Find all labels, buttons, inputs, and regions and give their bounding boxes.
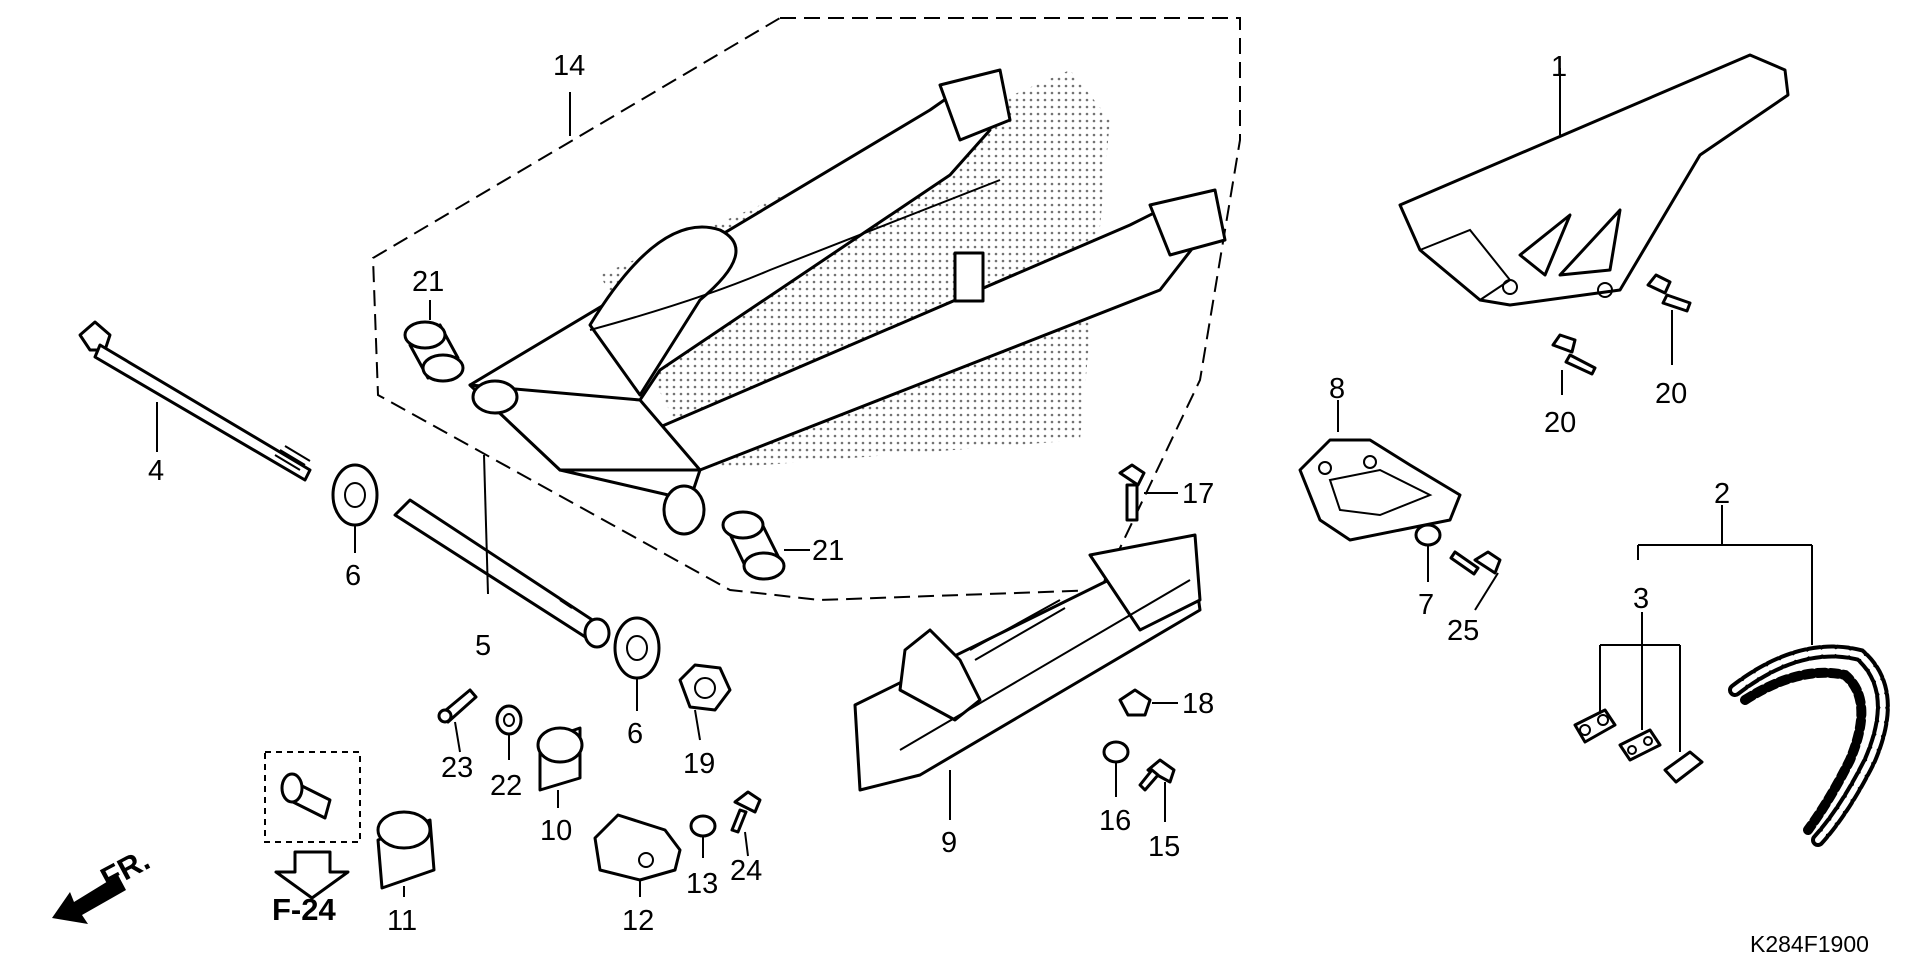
- callout-12: 12: [622, 905, 654, 937]
- callout-6-left: 6: [345, 560, 361, 592]
- chain-joint-link[interactable]: [1573, 708, 1617, 744]
- callout-25: 25: [1447, 615, 1479, 647]
- drawing-code: K284F1900: [1750, 931, 1869, 957]
- callout-3: 3: [1633, 583, 1649, 615]
- swingarm-logo-pattern: [600, 70, 1110, 470]
- drive-chain[interactable]: [1728, 644, 1890, 847]
- callout-6-right: 6: [627, 718, 643, 750]
- slider-washer[interactable]: [1102, 740, 1130, 764]
- callout-13: 13: [686, 868, 718, 900]
- reference-label[interactable]: F-24: [272, 892, 337, 927]
- callout-11: 11: [387, 905, 417, 937]
- callout-20-right: 20: [1655, 378, 1687, 410]
- callouts: 1 2 3 4 5 6 6 7 8 9 10 11 12 13 14 15 16…: [148, 50, 1730, 937]
- callout-9: 9: [941, 827, 957, 859]
- chain-case[interactable]: [1398, 53, 1790, 307]
- chain-slider[interactable]: [853, 533, 1202, 792]
- callout-21-lower: 21: [812, 535, 844, 567]
- slider-nut[interactable]: [1118, 688, 1152, 717]
- callout-24: 24: [730, 855, 762, 887]
- chain-guide[interactable]: [1298, 438, 1462, 542]
- swingarm-group-outline: [371, 17, 1241, 602]
- callout-10: 10: [540, 815, 572, 847]
- dust-seal-right[interactable]: [613, 616, 661, 680]
- roller-bracket[interactable]: [593, 813, 682, 882]
- dust-seal-left[interactable]: [331, 463, 379, 527]
- callout-5: 5: [475, 630, 491, 662]
- chain-joint-clip[interactable]: [1663, 750, 1704, 784]
- callout-22: 22: [490, 770, 522, 802]
- pivot-bolt[interactable]: [78, 320, 312, 482]
- reference-arrow: [274, 850, 350, 900]
- slider-bolt-upper[interactable]: [1118, 463, 1146, 522]
- slider-bolt-lower[interactable]: [1138, 758, 1176, 792]
- guide-washer[interactable]: [1414, 523, 1442, 547]
- callout-2: 2: [1714, 478, 1730, 510]
- callout-18: 18: [1182, 688, 1214, 720]
- chain-joint-plate[interactable]: [1618, 728, 1662, 762]
- callout-1: 1: [1551, 51, 1567, 83]
- callout-21-upper: 21: [412, 266, 444, 298]
- callout-7: 7: [1418, 589, 1434, 621]
- callout-14: 14: [553, 50, 585, 82]
- callout-23: 23: [441, 752, 473, 784]
- case-bolt-right[interactable]: [1646, 273, 1692, 313]
- roller[interactable]: [376, 810, 436, 890]
- callout-19: 19: [683, 748, 715, 780]
- flange-nut[interactable]: [689, 814, 717, 838]
- bushing-lower[interactable]: [721, 510, 786, 581]
- washer[interactable]: [495, 704, 523, 736]
- roller-collar[interactable]: [536, 726, 584, 792]
- pivot-nut[interactable]: [678, 663, 732, 712]
- bushing-upper[interactable]: [403, 320, 465, 383]
- guide-bolt[interactable]: [1449, 550, 1502, 576]
- callout-15: 15: [1148, 831, 1180, 863]
- swingarm[interactable]: [468, 68, 1227, 536]
- case-bolt-left[interactable]: [1551, 333, 1597, 376]
- callout-4: 4: [148, 455, 164, 487]
- callout-16: 16: [1099, 805, 1131, 837]
- callout-8: 8: [1329, 373, 1345, 405]
- reference-part[interactable]: [280, 772, 332, 820]
- leader-lines: [156, 68, 1813, 897]
- front-arrow: [52, 875, 126, 924]
- pivot-collar[interactable]: [393, 498, 611, 649]
- flange-bolt[interactable]: [730, 790, 762, 834]
- cotter-pin[interactable]: [437, 688, 478, 724]
- callout-20-left: 20: [1544, 407, 1576, 439]
- callout-17: 17: [1182, 478, 1214, 510]
- reference-box: [264, 751, 361, 843]
